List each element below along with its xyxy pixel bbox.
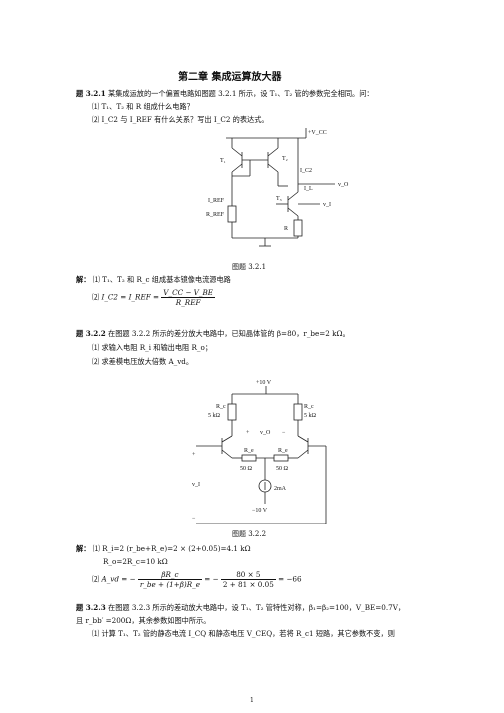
rref-label: R_REF — [206, 212, 225, 218]
equation-numerator: V_CC − V_BE — [161, 288, 215, 298]
re-right-label: R_e — [278, 448, 288, 454]
question-sub1: ⑴ T₁、T₂ 和 R 组成什么电路？ — [92, 102, 194, 111]
figure-3-2-2: +10 V R_c 5 kΩ R_c 5 kΩ + v_O − + R_e 50… — [192, 380, 327, 524]
re-left-value: 50 Ω — [240, 466, 253, 472]
rc-left-label: R_c — [216, 404, 226, 410]
in-minus: − — [192, 516, 196, 522]
question-number: 题 3.2.1 — [76, 89, 106, 98]
equation-fraction: V_CC − V_BE R_REF — [161, 288, 215, 307]
question-text: 某集成运放的一个偏置电路如图题 3.2.1 所示，设 T₁、T₂ 管的参数完全相… — [108, 89, 374, 98]
equation-left: A_vd = − — [101, 574, 136, 584]
chapter-title: 第二章 集成运算放大器 — [178, 72, 282, 83]
re-right-value: 50 Ω — [276, 466, 289, 472]
question-number: 题 3.2.3 — [76, 603, 106, 612]
t2-label: T₂ — [282, 156, 288, 162]
vi-label: v_I — [323, 202, 331, 208]
answer-item-number: ⑵ — [92, 292, 100, 302]
rc-left-value: 5 kΩ — [208, 413, 221, 419]
question-sub1: ⑴ 求输入电阻 R_i 和输出电阻 R_o； — [92, 343, 213, 352]
answer-1-equation: ⑵ I_C2 = I_REF = V_CC − V_BE R_REF — [92, 288, 215, 307]
vo-label: v_O — [338, 182, 349, 188]
equation-denominator: R_REF — [175, 298, 201, 307]
re-left-label: R_e — [244, 448, 254, 454]
r-label: R — [284, 226, 288, 232]
page-number: 1 — [250, 697, 254, 704]
answer-2-equation: ⑵ A_vd = − βR_c r_be + (1+β)R_e = − 80 ×… — [92, 570, 302, 589]
equation-denominator: r_be + (1+β)R_e — [139, 580, 200, 589]
t3-label: T₃ — [276, 196, 282, 202]
figure-caption-3-2-2: 图题 3.2.2 — [232, 530, 267, 538]
question-number: 题 3.2.2 — [76, 329, 106, 338]
question-3-2-2: 题 3.2.2 在图题 3.2.2 所示的差分放大电路中，已知晶体管的 β=80… — [76, 329, 350, 338]
question-3-2-3: 题 3.2.3 在图题 3.2.3 所示的差动放大电路中，设 T₁、T₂ 管特性… — [76, 603, 405, 612]
equation-fraction-2: 80 × 5 2 + 81 × 0.05 — [220, 570, 276, 589]
equation-result: = −66 — [278, 574, 302, 584]
answer-text: ⑴ R_i=2 (r_be+R_e)=2 × (2+0.05)=4.1 kΩ — [92, 544, 251, 553]
t1-label: T₁ — [220, 158, 226, 164]
vo-minus: − — [282, 430, 286, 436]
vo-plus: + — [246, 430, 250, 436]
question-sub2: ⑵ I_C2 与 I_REF 有什么关系？写出 I_C2 的表达式。 — [92, 115, 269, 124]
equation-fraction-1: βR_c r_be + (1+β)R_e — [137, 570, 202, 589]
answer-text: ⑴ T₁、T₂ 和 R_c 组成基本镜像电流源电路 — [92, 275, 231, 284]
ic2-label: I_C2 — [300, 168, 312, 174]
equation-middle: = − — [204, 574, 219, 584]
il-label: I_L — [304, 186, 313, 192]
figure-caption-3-2-1: 图题 3.2.1 — [232, 263, 267, 271]
question-text: 在图题 3.2.3 所示的差动放大电路中，设 T₁、T₂ 管特性对称，β₁=β₂… — [108, 603, 406, 612]
in-plus: + — [192, 452, 196, 458]
question-text-line2: 且 r_bb′ =200Ω，其余参数如图中所示。 — [76, 616, 211, 625]
vplus-label: +10 V — [256, 380, 272, 386]
answer-1-line1: 解： ⑴ T₁、T₂ 和 R_c 组成基本镜像电流源电路 — [76, 275, 231, 284]
answer-label: 解： — [76, 544, 91, 553]
question-sub1: ⑴ 计算 T₁、T₂ 管的静态电流 I_CQ 和静态电压 V_CEQ，若将 R_… — [92, 629, 395, 638]
question-3-2-1: 题 3.2.1 某集成运放的一个偏置电路如图题 3.2.1 所示，设 T₁、T₂… — [76, 89, 374, 98]
rc-right-label: R_c — [304, 404, 314, 410]
question-sub2: ⑵ 求差模电压放大倍数 A_vd。 — [92, 357, 194, 366]
answer-label: 解： — [76, 275, 91, 284]
vminus-label: −10 V — [252, 508, 268, 514]
vi-label: v_I — [192, 482, 200, 488]
question-text: 在图题 3.2.2 所示的差分放大电路中，已知晶体管的 β=80，r_be=2 … — [108, 329, 350, 338]
rc-right-value: 5 kΩ — [304, 413, 317, 419]
vo-label: v_O — [260, 430, 271, 436]
equation-numerator: 80 × 5 — [220, 570, 276, 580]
answer-item-number: ⑵ — [92, 574, 100, 584]
isrc-label: 2mA — [274, 486, 287, 492]
answer-2-line1: 解： ⑴ R_i=2 (r_be+R_e)=2 × (2+0.05)=4.1 k… — [76, 544, 251, 553]
answer-2-line2: R_o=2R_c=10 kΩ — [103, 557, 168, 566]
equation-left: I_C2 = I_REF = — [101, 292, 159, 302]
equation-denominator: 2 + 81 × 0.05 — [222, 580, 274, 589]
equation-numerator: βR_c — [137, 570, 202, 580]
vcc-label: +V_CC — [308, 130, 327, 136]
figure-3-2-1: +V_CC T₁ T₂ I_C2 I_L v_O T₃ v_I I_REF R_… — [206, 128, 349, 247]
iref-label: I_REF — [208, 198, 225, 204]
